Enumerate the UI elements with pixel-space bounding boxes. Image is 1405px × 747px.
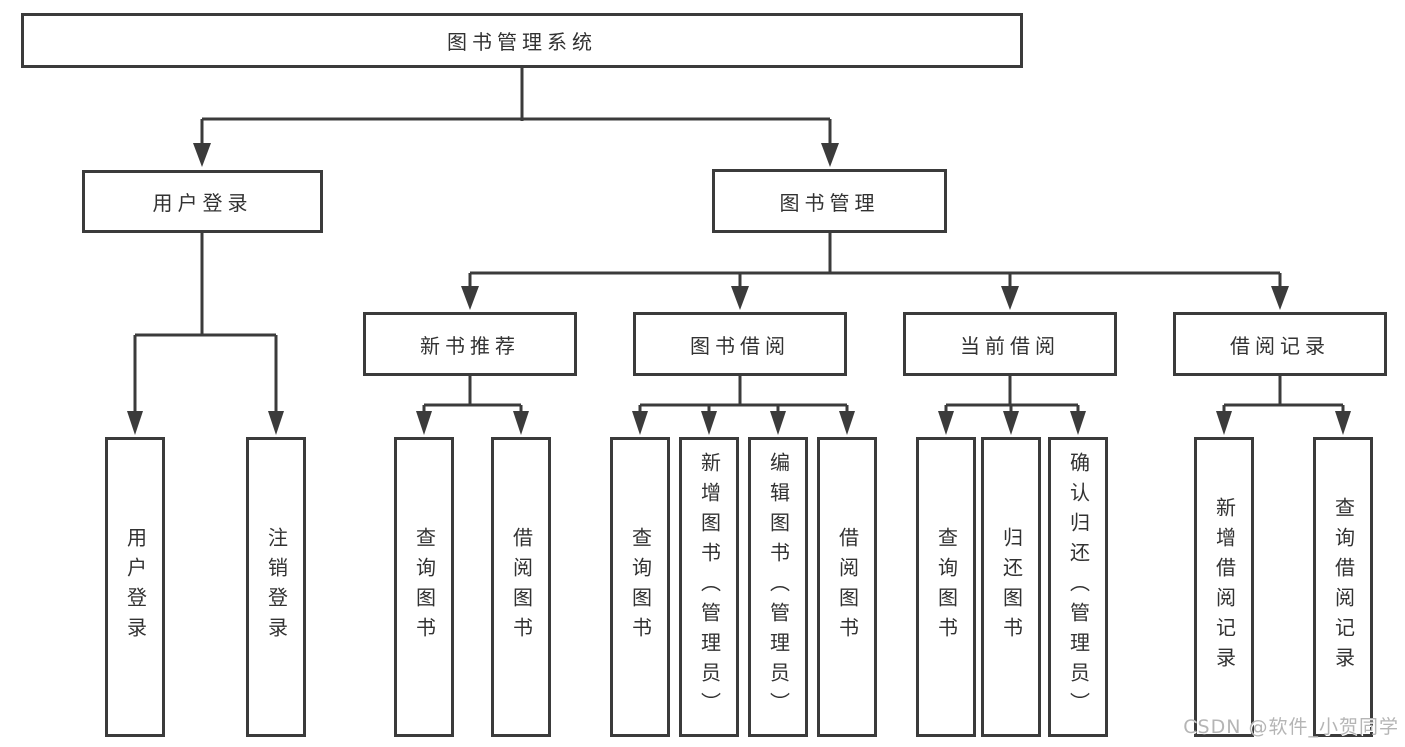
node-book-borrowing: 图书借阅 (633, 312, 847, 376)
node-label: 图书借阅 (690, 333, 790, 358)
leaf-label: 用户登录 (123, 527, 148, 647)
leaf-add-borrow-record: 新增借阅记录 (1194, 437, 1254, 737)
connector-current-borrowing-children (938, 376, 1086, 435)
leaf-label: 查询图书 (412, 527, 437, 647)
node-label: 图书管理系统 (447, 30, 597, 54)
connector-root-to-level2 (193, 68, 839, 167)
node-current-borrowing: 当前借阅 (903, 312, 1117, 376)
leaf-query-books-current: 查询图书 (916, 437, 976, 737)
node-label: 当前借阅 (960, 333, 1060, 358)
node-label: 借阅记录 (1230, 333, 1330, 358)
leaf-logout: 注销登录 (246, 437, 306, 737)
node-borrowing-records: 借阅记录 (1173, 312, 1387, 376)
leaf-label: 确认归还（管理员） (1066, 452, 1091, 722)
connector-borrowing-records-children (1216, 376, 1351, 435)
node-user-login: 用户登录 (82, 170, 323, 233)
connector-user-login-children (127, 233, 284, 435)
leaf-add-book-admin: 新增图书（管理员） (679, 437, 739, 737)
node-library-management-system: 图书管理系统 (21, 13, 1023, 68)
leaf-edit-book-admin: 编辑图书（管理员） (748, 437, 808, 737)
leaf-borrow-books-borrowing: 借阅图书 (817, 437, 877, 737)
leaf-return-books: 归还图书 (981, 437, 1041, 737)
node-label: 新书推荐 (420, 333, 520, 358)
leaf-label: 新增借阅记录 (1212, 497, 1237, 677)
leaf-query-books-borrowing: 查询图书 (610, 437, 670, 737)
connector-book-management-children (461, 233, 1289, 310)
csdn-watermark: CSDN @软件_小贺同学 (1183, 716, 1399, 738)
leaf-label: 查询图书 (934, 527, 959, 647)
leaf-label: 借阅图书 (835, 527, 860, 647)
leaf-label: 注销登录 (264, 527, 289, 647)
node-book-management: 图书管理 (712, 169, 947, 233)
leaf-label: 查询借阅记录 (1331, 497, 1356, 677)
leaf-label: 新增图书（管理员） (697, 452, 722, 722)
leaf-borrow-books-recommend: 借阅图书 (491, 437, 551, 737)
leaf-label: 查询图书 (628, 527, 653, 647)
leaf-label: 借阅图书 (509, 527, 534, 647)
leaf-query-books-recommend: 查询图书 (394, 437, 454, 737)
leaf-query-borrow-record: 查询借阅记录 (1313, 437, 1373, 737)
leaf-label: 归还图书 (999, 527, 1024, 647)
node-label: 图书管理 (779, 190, 880, 215)
leaf-confirm-return-admin: 确认归还（管理员） (1048, 437, 1108, 737)
connector-new-book-recommend-children (416, 376, 529, 435)
node-label: 用户登录 (152, 191, 253, 215)
leaf-user-login: 用户登录 (105, 437, 165, 737)
leaf-label: 编辑图书（管理员） (766, 452, 791, 722)
node-new-book-recommend: 新书推荐 (363, 312, 577, 376)
connector-book-borrowing-children (632, 376, 855, 435)
